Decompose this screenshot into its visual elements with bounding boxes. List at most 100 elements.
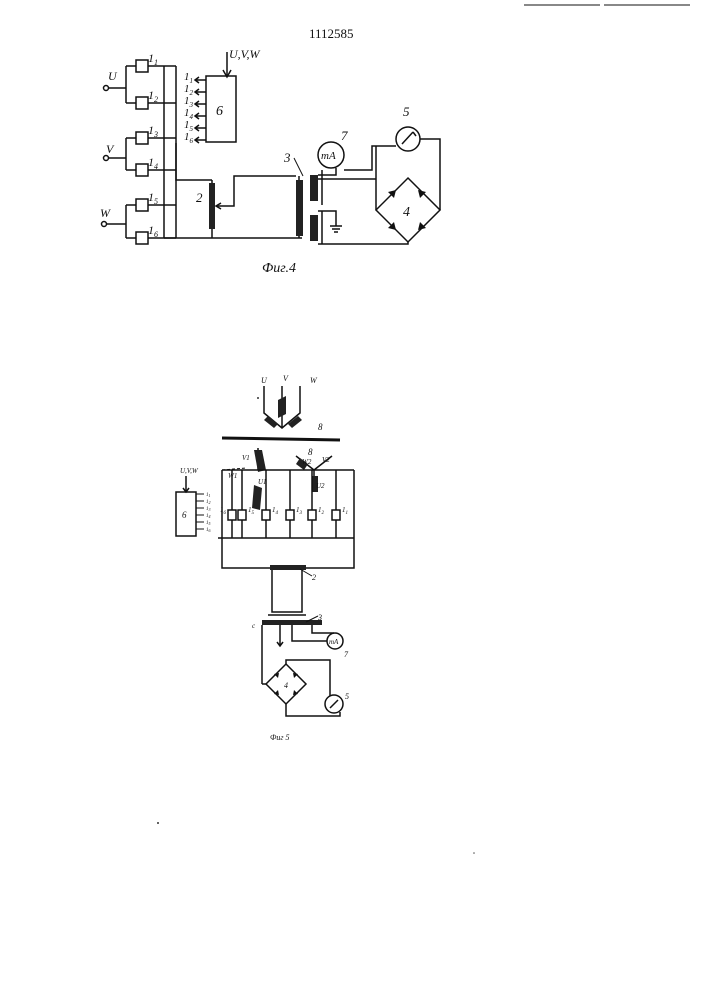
fig5-num-5: 5 bbox=[345, 692, 349, 701]
block6-outputs bbox=[195, 77, 206, 143]
sensor-1-1 bbox=[136, 60, 148, 72]
coil-label-u2: U2 bbox=[316, 482, 325, 490]
sensor-returns bbox=[218, 520, 354, 538]
fig4-b6-out-6: 16 bbox=[184, 131, 194, 145]
coil-u1 bbox=[252, 485, 262, 510]
fig4-sensor-label-2: 12 bbox=[148, 88, 158, 104]
f5-lamp-filament bbox=[330, 700, 338, 708]
meter-lead bbox=[318, 168, 336, 175]
fig5-num-4: 4 bbox=[284, 681, 288, 690]
fig4-label-u: U bbox=[108, 69, 118, 83]
lamp-5 bbox=[396, 127, 420, 151]
f5-b6-out-5: 15 bbox=[206, 521, 211, 526]
phase-w-feed bbox=[106, 205, 136, 238]
fig5-block6-input: U,V,W bbox=[180, 467, 199, 475]
f5-sensor-label-2: 12 bbox=[318, 506, 325, 516]
bridge-bottom-lead bbox=[318, 242, 408, 244]
f5-transformer-3 bbox=[262, 620, 322, 625]
fig5-num-3: 3 bbox=[317, 613, 322, 622]
terminal-w bbox=[102, 222, 107, 227]
sensor-1-6 bbox=[136, 232, 148, 244]
patent-number: 1112585 bbox=[309, 26, 354, 41]
fig5-label-w: W bbox=[310, 376, 318, 385]
scan-speck bbox=[257, 397, 259, 399]
block6-output-3 bbox=[195, 101, 206, 107]
fig4-num-2: 2 bbox=[196, 190, 203, 205]
fig5-caption: Фиг 5 bbox=[270, 733, 290, 742]
fig5-meter-label: mA bbox=[329, 638, 339, 646]
scan-speck bbox=[157, 822, 159, 824]
coil-v1 bbox=[254, 450, 266, 472]
fig5-label-u: U bbox=[261, 376, 268, 385]
f5-sensor-label-4: 14 bbox=[272, 506, 279, 516]
coil-top-v bbox=[278, 396, 286, 418]
lamp-5-filament bbox=[402, 132, 416, 144]
f5-b6-out-3: 13 bbox=[206, 507, 211, 512]
scan-speck bbox=[473, 852, 475, 854]
f5-bridge-left-lead bbox=[262, 625, 266, 684]
f5-sensor-label-1: 11 bbox=[342, 506, 348, 516]
block6-output-6 bbox=[195, 137, 206, 143]
f5-sensor-3 bbox=[286, 510, 294, 520]
f5-lamp-leads bbox=[286, 660, 340, 716]
component-2-tap bbox=[217, 176, 296, 206]
fig4-sensor-label-4: 14 bbox=[148, 155, 158, 171]
f5-block6-outputs bbox=[196, 494, 204, 529]
fig4-block6-label: 6 bbox=[216, 104, 223, 119]
sensor-1-3 bbox=[136, 132, 148, 144]
fig4-sensor-label-5: 15 bbox=[148, 190, 158, 206]
leader-3 bbox=[294, 158, 303, 176]
fig4-num-7: 7 bbox=[341, 128, 348, 143]
f5-b6-out-6: 16 bbox=[206, 528, 211, 533]
fig4-label-v: V bbox=[106, 142, 115, 156]
sensor-1-5 bbox=[136, 199, 148, 211]
coil-label-w2: W2 bbox=[302, 458, 312, 466]
fig4-block6-input: U,V,W bbox=[229, 47, 260, 61]
f5-sensor-1 bbox=[332, 510, 340, 520]
upper-lead bbox=[176, 143, 212, 180]
fig5-num-7: 7 bbox=[344, 650, 349, 659]
block6-output-2 bbox=[195, 89, 206, 95]
fig4-num-5: 5 bbox=[403, 104, 410, 119]
ground-symbol bbox=[330, 226, 342, 232]
fig4-sensor-label-6: 16 bbox=[148, 223, 158, 239]
f5-b6-out-2: 12 bbox=[206, 500, 211, 505]
coil-label-v1: V1 bbox=[242, 454, 250, 462]
f5-sensor-label-3: 13 bbox=[296, 506, 303, 516]
fig4-sensor-label-1: 11 bbox=[148, 51, 158, 67]
fig4-sensor-label-3: 13 bbox=[148, 123, 158, 139]
terminal-v bbox=[104, 156, 109, 161]
f5-b6-out-1: 11 bbox=[206, 493, 211, 498]
core-bar bbox=[222, 438, 340, 440]
fig5-label-v: V bbox=[283, 374, 289, 383]
terminal-u bbox=[104, 86, 109, 91]
fig5-num-8b: 8 bbox=[308, 447, 313, 457]
f5-sensor-label-6: 16 bbox=[220, 506, 227, 516]
f5-arrow-lead bbox=[277, 625, 283, 646]
transformer-3-primary bbox=[296, 180, 303, 236]
coil-label-v2: V2 bbox=[322, 456, 330, 464]
fig4-meter-label: mA bbox=[321, 150, 336, 162]
fig4-num-4: 4 bbox=[403, 205, 410, 220]
figure-5: U V W 8 8 V1 W1 U1 W2 V2 U2 bbox=[176, 374, 354, 742]
component-2 bbox=[209, 183, 215, 229]
ground-lead bbox=[318, 211, 336, 226]
f5-component-2-loop bbox=[272, 570, 302, 612]
transformer-3-secondary-bottom bbox=[310, 215, 318, 241]
fig5-block6-label: 6 bbox=[182, 510, 187, 520]
fig5-num-2: 2 bbox=[312, 573, 316, 582]
fig4-label-w: W bbox=[100, 206, 111, 220]
f5-sensor-6 bbox=[228, 510, 236, 520]
fig4-caption: Фиг.4 bbox=[262, 261, 296, 276]
sensor-1-2 bbox=[136, 97, 148, 109]
sensor-drops bbox=[232, 470, 336, 510]
fig5-num-8a: 8 bbox=[318, 422, 323, 432]
sensor-1-4 bbox=[136, 164, 148, 176]
figure-4: U V W 11 12 13 14 15 16 6 U,V,W bbox=[100, 47, 440, 276]
bridge-input-lead bbox=[374, 146, 376, 210]
fig4-num-3: 3 bbox=[283, 150, 291, 165]
f5-b6-out-4: 14 bbox=[206, 514, 211, 519]
fig5-mark-c: c bbox=[252, 622, 256, 630]
